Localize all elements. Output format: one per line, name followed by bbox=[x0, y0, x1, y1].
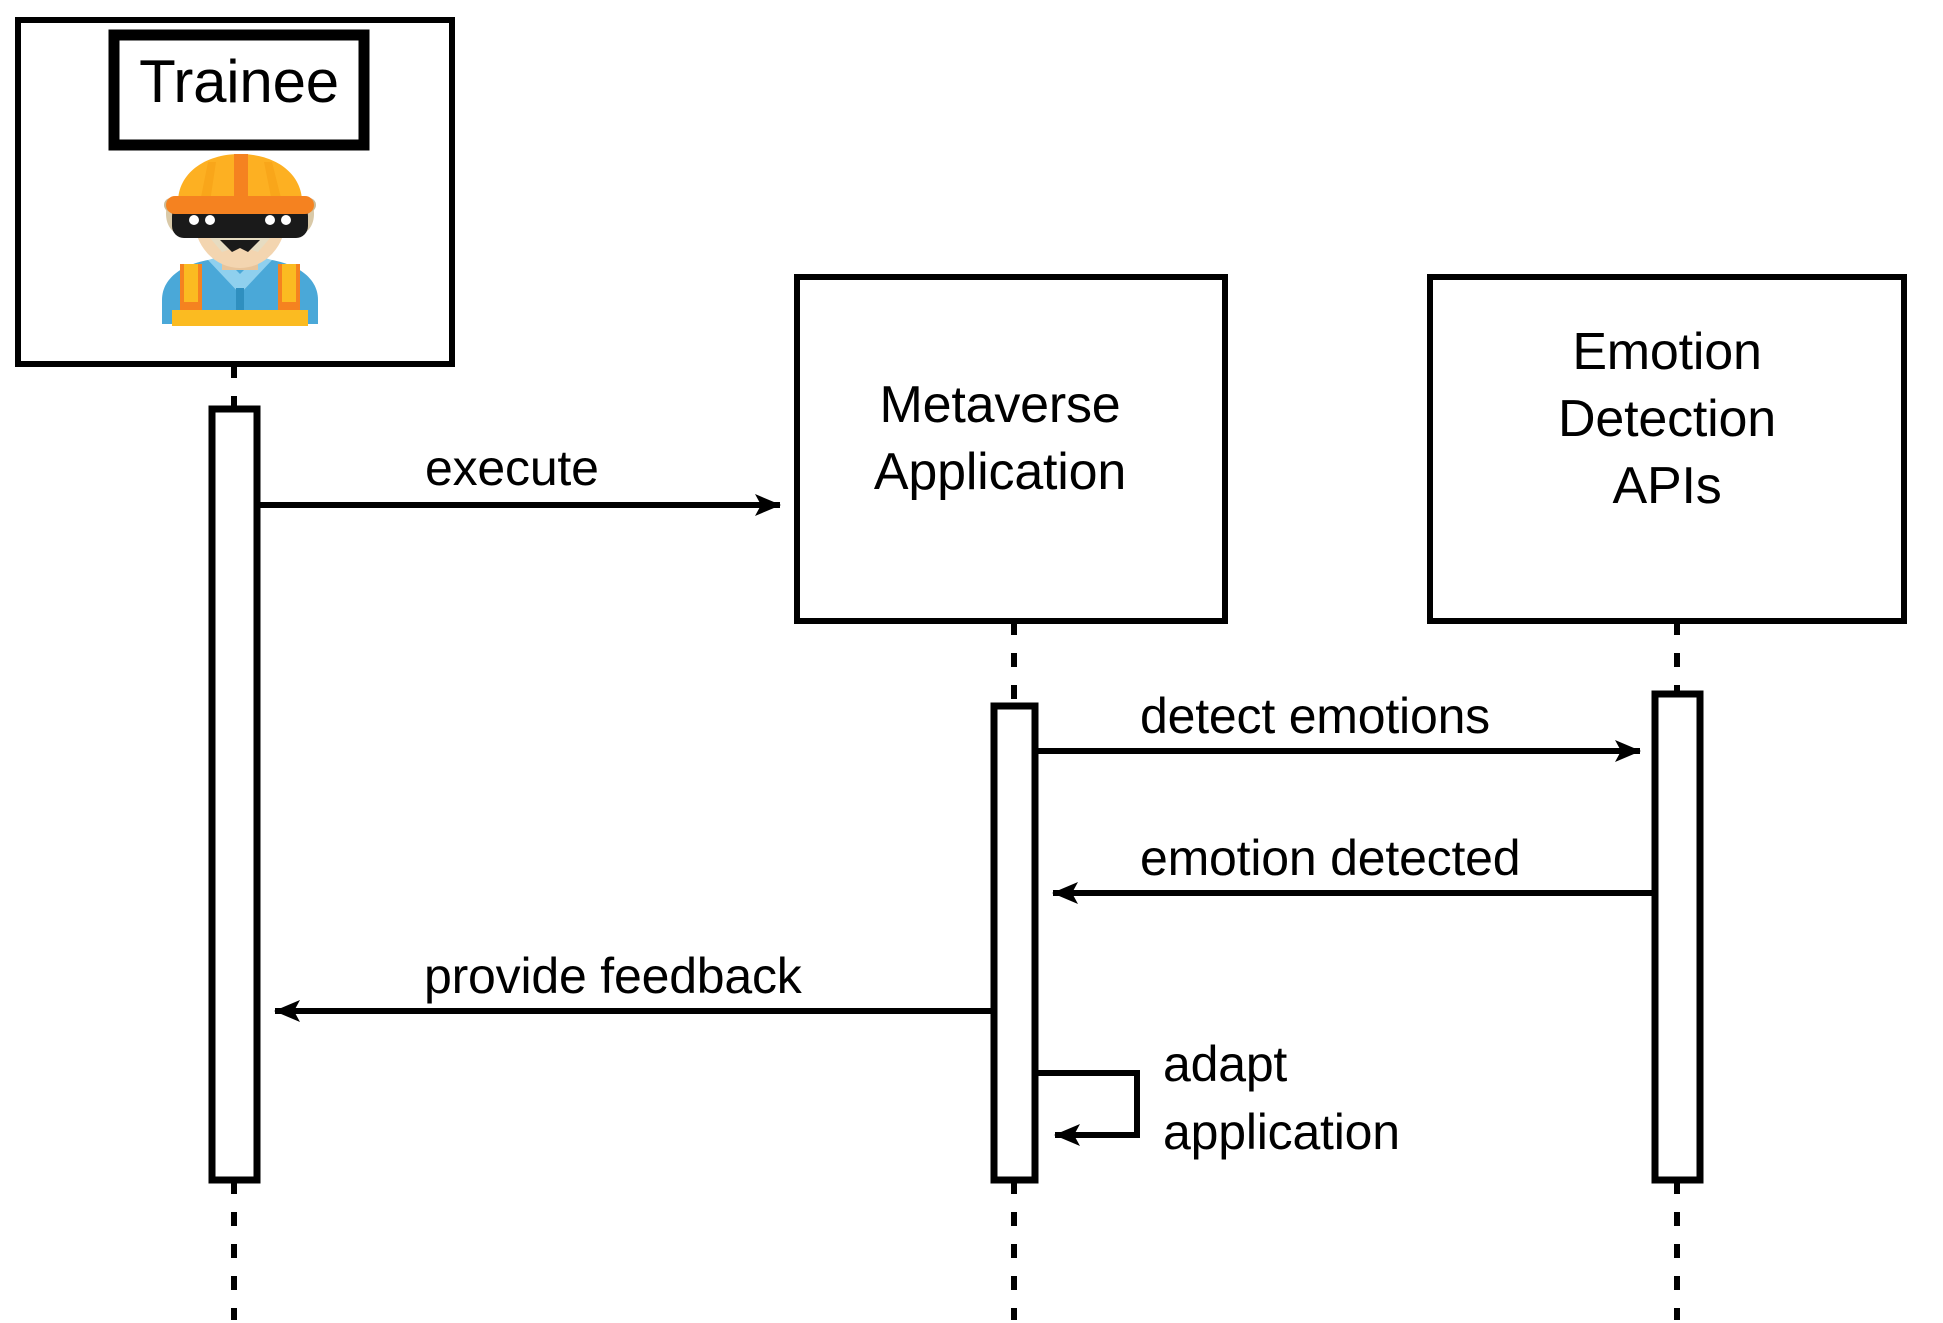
message-label-provide-feedback: provide feedback bbox=[424, 948, 802, 1004]
participant-label-emotion-apis-line2: Detection bbox=[1558, 390, 1776, 448]
message-label-adapt-application-line2: application bbox=[1163, 1104, 1400, 1160]
trainee-name-box bbox=[108, 29, 370, 151]
message-arrow-adapt-application bbox=[1035, 1070, 1140, 1146]
participant-label-emotion-apis-line1: Emotion bbox=[1572, 323, 1762, 381]
trainee-avatar bbox=[162, 154, 318, 326]
message-label-execute: execute bbox=[425, 440, 599, 496]
participant-box-metaverse bbox=[794, 274, 1228, 624]
activation-bar-emotion-apis bbox=[1651, 690, 1704, 1184]
participant-box-emotion-apis bbox=[1427, 274, 1907, 624]
activation-bar-trainee bbox=[208, 405, 261, 1184]
message-label-detect-emotions: detect emotions bbox=[1140, 688, 1490, 744]
activation-bar-metaverse bbox=[990, 702, 1039, 1184]
participant-label-trainee: Trainee bbox=[139, 48, 339, 115]
message-label-adapt-application-line1: adapt bbox=[1163, 1036, 1288, 1092]
participant-label-metaverse-line1: Metaverse bbox=[879, 376, 1121, 434]
participant-label-metaverse-line2: Application bbox=[873, 443, 1127, 501]
message-label-emotion-detected: emotion detected bbox=[1140, 830, 1521, 886]
participant-label-emotion-apis-line3: APIs bbox=[1612, 457, 1722, 515]
